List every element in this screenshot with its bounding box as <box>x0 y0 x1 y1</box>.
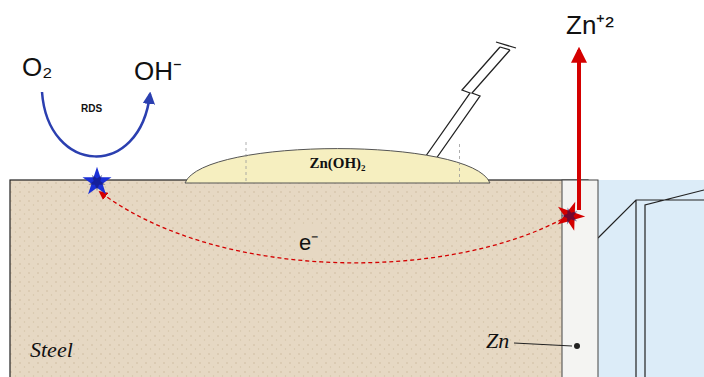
ion-label: Zn⁺² <box>566 6 614 42</box>
leader-line <box>514 343 572 346</box>
reactant-label: O₂ <box>22 52 52 83</box>
product-label: OH⁻ <box>134 52 182 88</box>
electron-arrow <box>100 192 568 263</box>
reaction-site-star <box>552 197 589 233</box>
electrolyte <box>598 180 704 377</box>
hydroxide-deposit: Zn(OH)₂ <box>185 138 490 182</box>
reaction-site-core <box>86 170 109 193</box>
electron-label: e⁻ <box>296 226 321 256</box>
node-text: Zn(OH)₂ <box>309 155 365 172</box>
reaction-site-core <box>559 204 582 227</box>
probe-tip <box>496 42 516 50</box>
leader-dot <box>574 343 580 349</box>
reaction-site-star <box>83 167 112 195</box>
reaction-arrow <box>42 92 150 156</box>
probe <box>416 47 510 173</box>
container-wall <box>598 190 704 377</box>
steel-block <box>10 180 588 377</box>
deposit-shape <box>185 149 490 183</box>
ion-arrow <box>577 50 581 210</box>
step-label: RDS <box>81 103 102 114</box>
deposit-marks <box>246 142 460 182</box>
metal-label: Zn <box>486 328 509 354</box>
